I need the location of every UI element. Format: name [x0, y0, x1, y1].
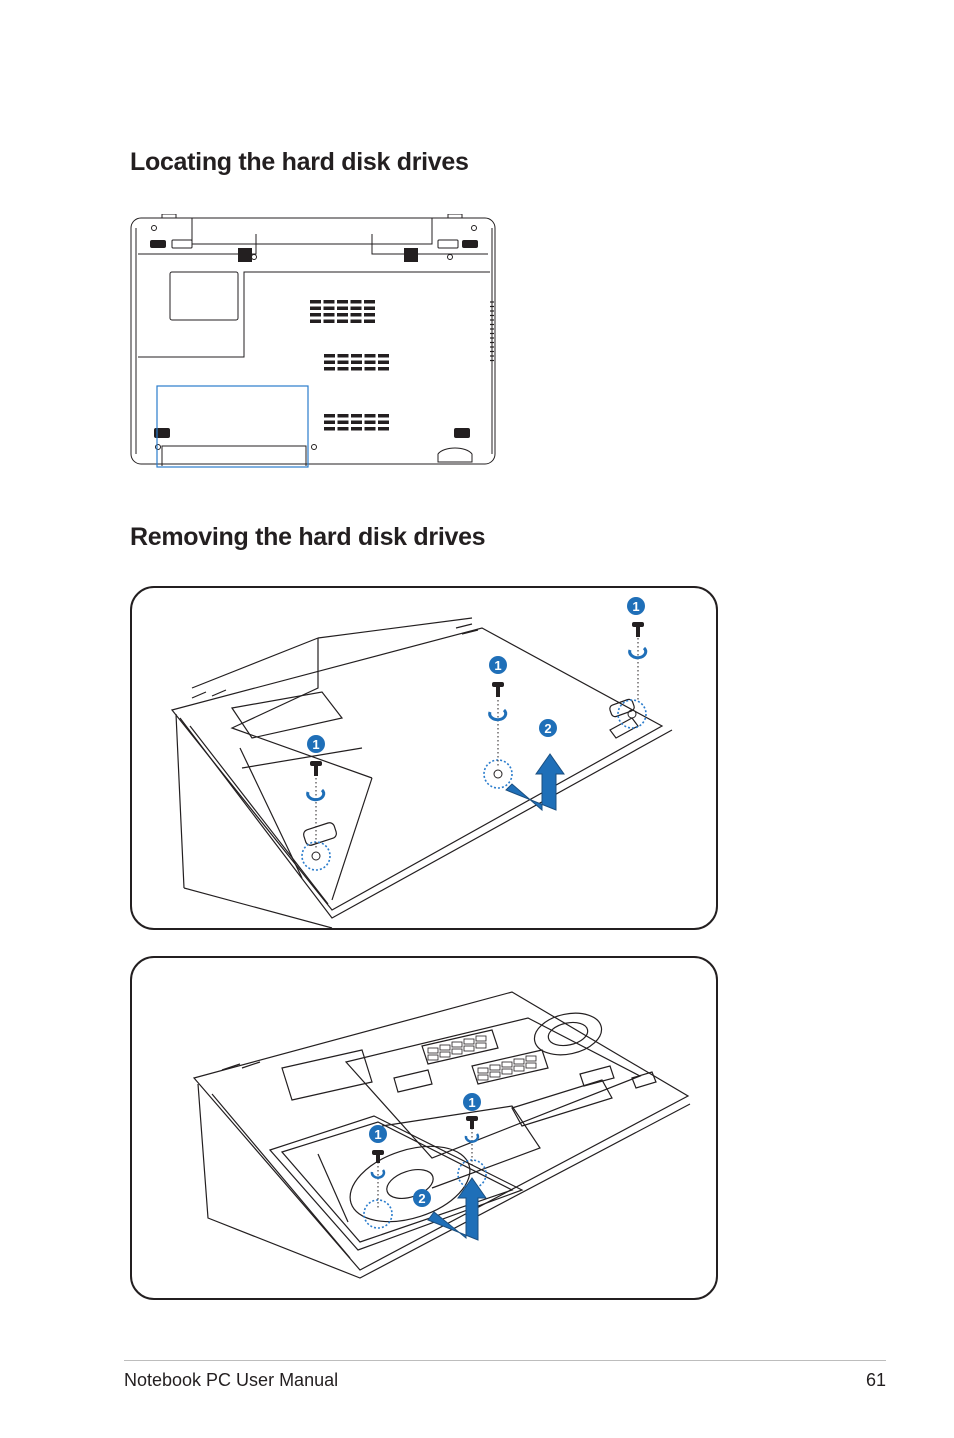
svg-text:1: 1 — [632, 599, 639, 614]
callout-badge: 2 — [539, 719, 557, 737]
callout-badge: 1 — [627, 597, 645, 615]
svg-text:1: 1 — [468, 1095, 475, 1110]
callout-badge: 1 — [307, 735, 325, 753]
footer-page-number: 61 — [865, 1370, 886, 1390]
callout-badge: 1 — [369, 1125, 387, 1143]
footer-manual-title: Notebook PC User Manual — [124, 1370, 339, 1390]
laptop-bottom-diagram — [130, 214, 496, 468]
step-panel-remove-hdd: 1 1 2 — [130, 956, 718, 1300]
section-title-removing: Removing the hard disk drives — [130, 523, 486, 551]
svg-text:2: 2 — [544, 721, 551, 736]
step-panel-remove-cover: 1 1 1 2 — [130, 586, 718, 930]
hdd-location-highlight — [156, 385, 309, 468]
footer-divider — [124, 1360, 886, 1361]
callout-badge: 1 — [489, 656, 507, 674]
callout-badge: 2 — [413, 1189, 431, 1207]
section-title-locating: Locating the hard disk drives — [130, 148, 469, 176]
svg-text:1: 1 — [312, 737, 319, 752]
svg-text:1: 1 — [374, 1127, 381, 1142]
remove-hdd-illustration: 1 1 2 — [192, 991, 691, 1279]
svg-text:2: 2 — [418, 1191, 425, 1206]
svg-text:1: 1 — [494, 658, 501, 673]
callout-badge: 1 — [463, 1093, 481, 1111]
remove-cover-illustration: 1 1 1 2 — [170, 597, 673, 928]
